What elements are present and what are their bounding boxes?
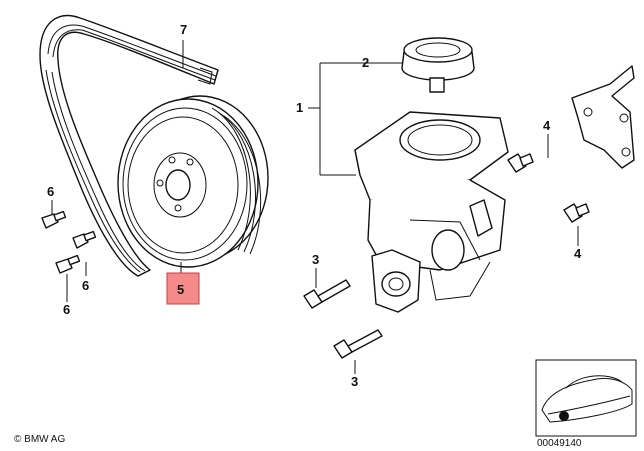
bolt-4-upper[interactable] [507,153,534,173]
callout-6-top: 6 [47,184,54,199]
callout-5-highlight[interactable]: 5 [166,272,200,305]
bolt-6-bottom[interactable] [55,254,81,274]
mounting-bracket[interactable] [571,65,635,169]
bolt-6-top[interactable] [41,210,67,229]
callout-5: 5 [177,282,184,297]
callout-6-bottom: 6 [63,302,70,317]
callout-7: 7 [180,22,187,37]
vehicle-locator-thumbnail[interactable] [535,359,637,437]
callout-3-upper: 3 [312,252,319,267]
power-steering-pump[interactable] [354,111,509,313]
bolt-3-upper[interactable] [303,279,351,309]
callout-4-lower: 4 [574,246,582,261]
copyright-text: © BMW AG [14,434,66,445]
callout-4-upper: 4 [543,118,551,133]
callout-3-lower: 3 [351,374,358,389]
callout-2: 2 [362,55,369,70]
callout-6-middle: 6 [82,278,89,293]
bolt-6-middle[interactable] [72,230,97,249]
catalog-number: 00049140 [537,438,582,449]
drive-belt[interactable] [39,14,219,277]
pulley[interactable] [117,95,269,268]
bolt-3-lower[interactable] [333,329,383,359]
callout-1: 1 [296,100,303,115]
locator-dot [559,411,569,421]
bolt-4-lower[interactable] [563,203,590,223]
reservoir-cap[interactable] [401,37,475,93]
